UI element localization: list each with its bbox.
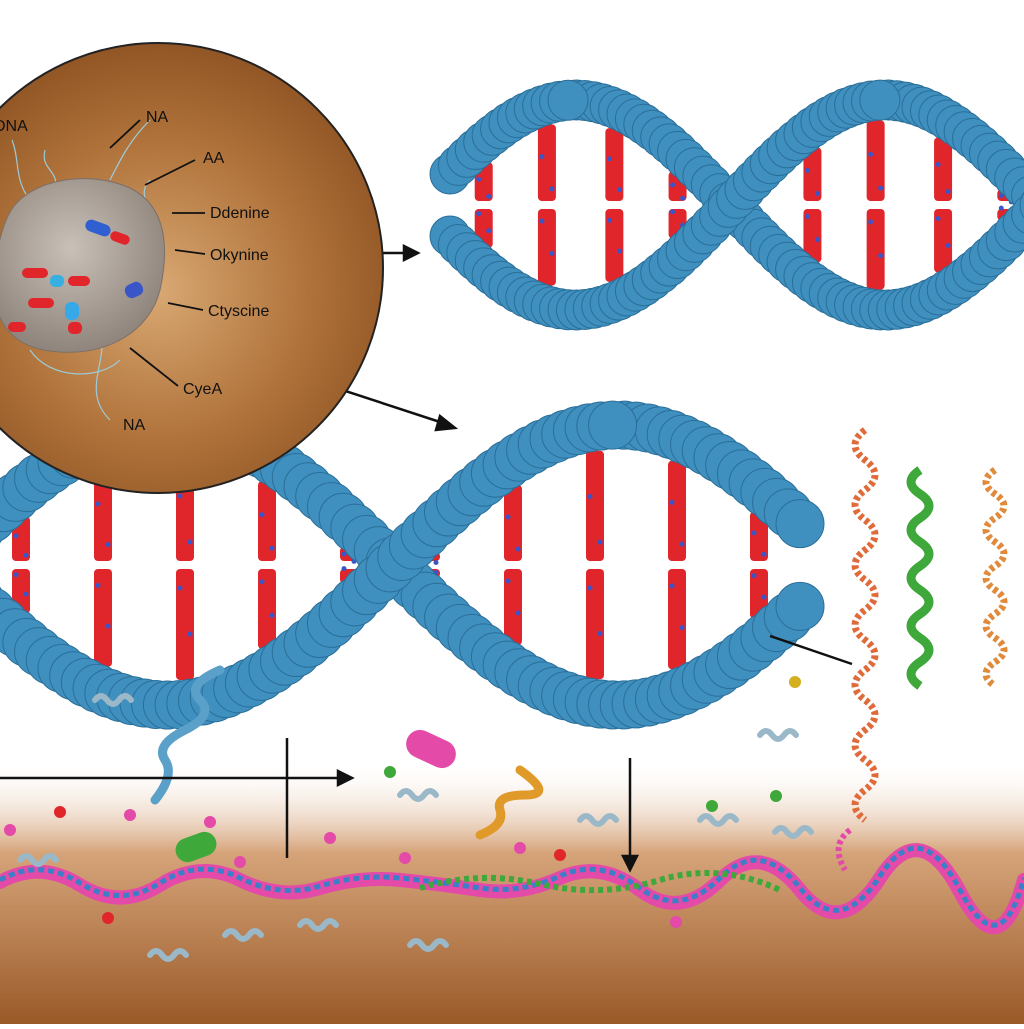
floating-molecules [4,665,814,962]
label-aa: AA [203,150,225,167]
label-na-bottom: NA [123,417,146,434]
label-dna: DNA [0,118,28,135]
nucleus-inset: DNA NA AA Ddenine Okynine Ctyscine CyeA … [0,42,384,494]
process-arrows [0,243,853,873]
nucleotide-pills [8,219,144,334]
cell-nucleus-blob [0,178,165,353]
label-thymine: Okynine [210,247,269,264]
membrane-strand [0,843,1024,934]
dna-helix-upper [429,79,1024,331]
label-cysa: CyeA [183,381,222,398]
label-adenine: Ddenine [210,205,270,222]
side-strands [835,427,1008,872]
label-cytosine: Ctyscine [208,303,269,320]
label-na-top: NA [146,109,169,126]
